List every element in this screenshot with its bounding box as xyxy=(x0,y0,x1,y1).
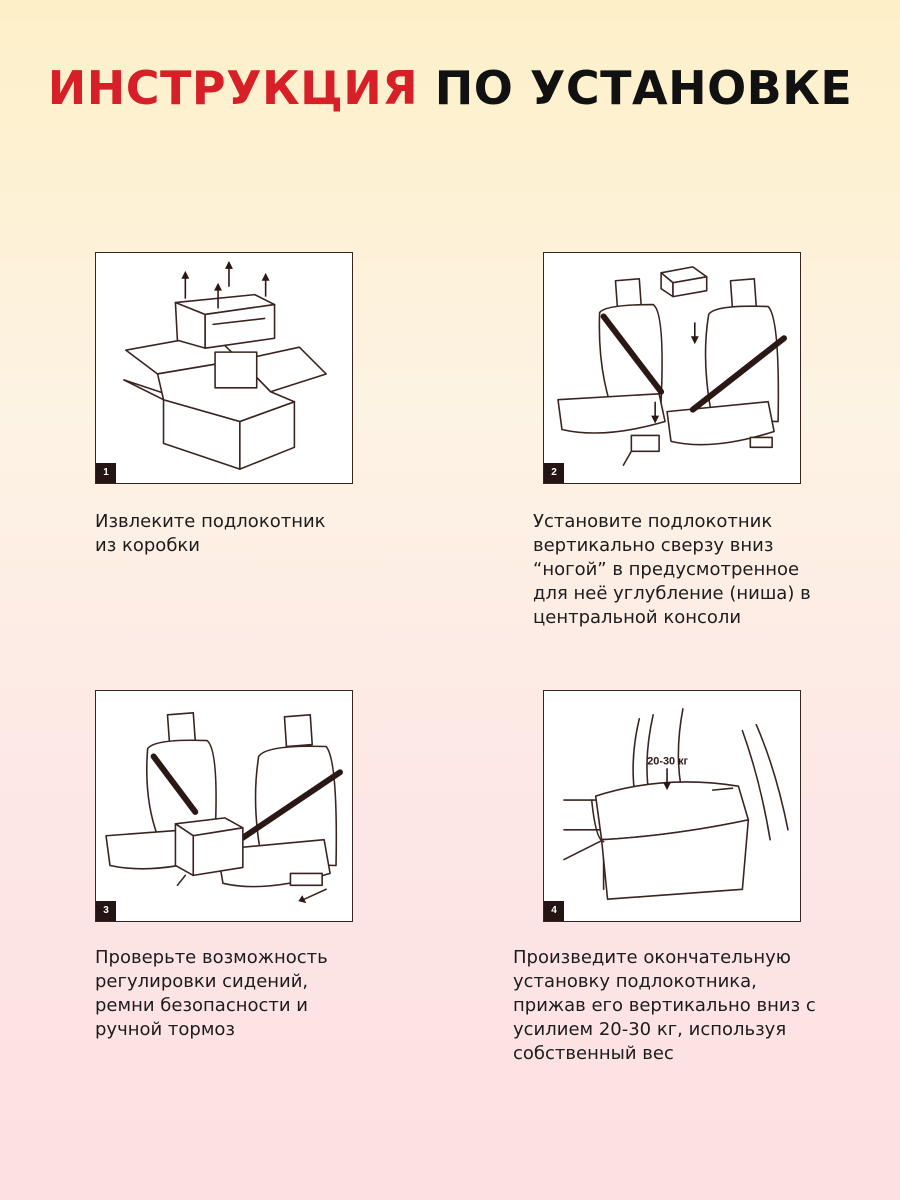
step-3-caption: Проверьте возможность регулировки сидени… xyxy=(95,947,328,1040)
step-number-badge: 4 xyxy=(544,901,564,921)
title-highlight: ИНСТРУКЦИЯ xyxy=(47,61,419,115)
title-rest: ПО УСТАНОВКЕ xyxy=(434,61,853,115)
armrest-press-drawing: 20-30 кг xyxy=(563,708,789,900)
step-4-caption: Произведите окончательную установку подл… xyxy=(513,947,816,1064)
step-2-caption: Установите подлокотник вертикально сверз… xyxy=(533,511,811,628)
step-1-caption: Извлеките подлокотник из коробки xyxy=(95,511,326,556)
page-title: ИНСТРУКЦИЯ ПО УСТАНОВКЕ xyxy=(0,58,900,118)
armrest-box-drawing xyxy=(123,260,327,470)
step-3-illustration: 3 xyxy=(95,690,353,922)
step-number-badge: 3 xyxy=(96,901,116,921)
step-1-illustration: 1 xyxy=(95,252,353,484)
weight-label: 20-30 кг xyxy=(647,755,688,767)
step-number-badge: 1 xyxy=(96,463,116,483)
step-4-illustration: 20-30 кг 4 xyxy=(543,690,801,922)
step-2-illustration: 2 xyxy=(543,252,801,484)
seats-installed-drawing xyxy=(105,712,343,904)
step-number-badge: 2 xyxy=(544,463,564,483)
seats-console-drawing xyxy=(557,266,787,466)
